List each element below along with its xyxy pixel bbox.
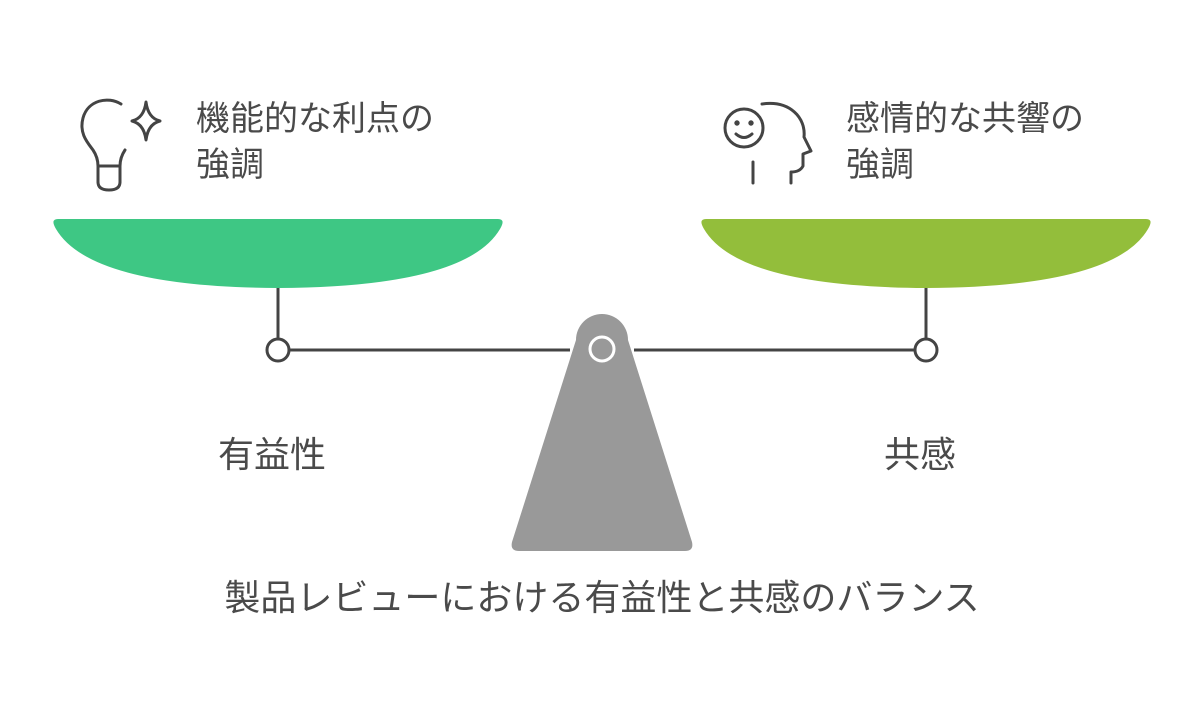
lightbulb-sparkle-icon <box>80 98 162 192</box>
smiling-head-profile-icon <box>723 101 813 185</box>
right-heading: 感情的な共響の 強調 <box>846 99 1084 185</box>
left-heading: 機能的な利点の 強調 <box>196 99 434 185</box>
fulcrum-pivot-circle <box>588 335 616 363</box>
right-pivot-circle <box>913 337 939 363</box>
left-pivot-circle <box>265 337 291 363</box>
diagram-caption: 製品レビューにおける有益性と共感のバランス <box>224 578 980 619</box>
fulcrum <box>511 314 693 551</box>
right-pan <box>701 219 1151 288</box>
left-side-label: 有益性 <box>218 435 327 476</box>
right-side-label: 共感 <box>884 435 957 476</box>
left-pan <box>53 219 503 288</box>
